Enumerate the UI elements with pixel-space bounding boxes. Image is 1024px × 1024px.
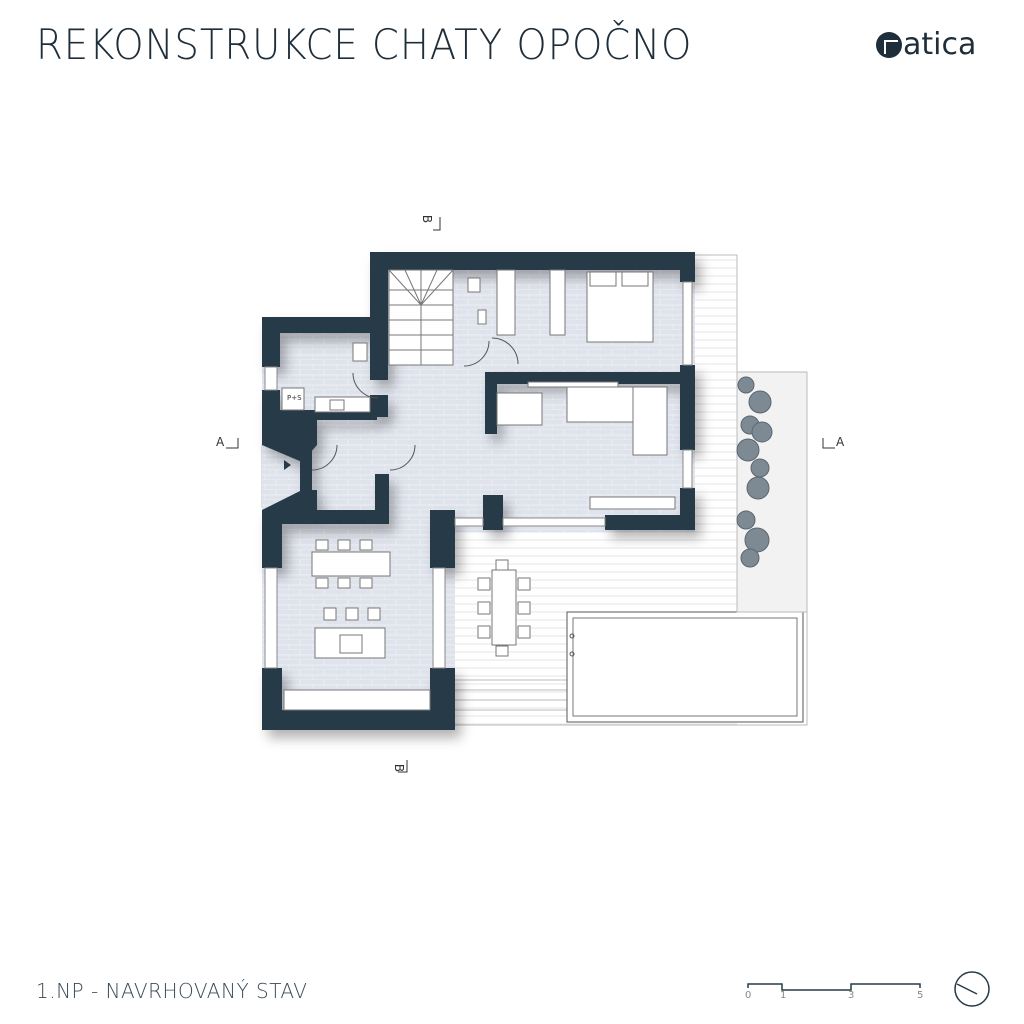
logo-text: atica [903, 27, 977, 62]
section-b-bottom: B [392, 763, 407, 773]
page-title: REKONSTRUKCE CHATY OPOČNO [36, 20, 693, 69]
pool [566, 611, 804, 723]
windows [264, 281, 693, 669]
scale-label-1: 1 [780, 990, 787, 1001]
scale-label-3: 3 [848, 990, 855, 1001]
section-a-right: A [836, 435, 845, 449]
doors [311, 337, 519, 471]
section-a-left: A [216, 435, 225, 449]
laundry-label: P+S [287, 394, 302, 402]
planters [736, 371, 808, 613]
furniture [281, 269, 676, 711]
walls [262, 252, 695, 730]
scale-label-0: 0 [745, 990, 752, 1001]
logo-mark-icon [876, 32, 902, 58]
logo: atica [876, 27, 977, 62]
north-arrow-icon [954, 971, 990, 1007]
staircase [388, 269, 454, 366]
scale-bar [747, 983, 921, 991]
section-b-top: B [420, 214, 435, 224]
plan-subtitle: 1.NP - NAVRHOVANÝ STAV [36, 979, 308, 1003]
entrance-arrow-icon [284, 460, 291, 470]
scale-label-5: 5 [917, 990, 924, 1001]
section-markers [226, 217, 835, 773]
